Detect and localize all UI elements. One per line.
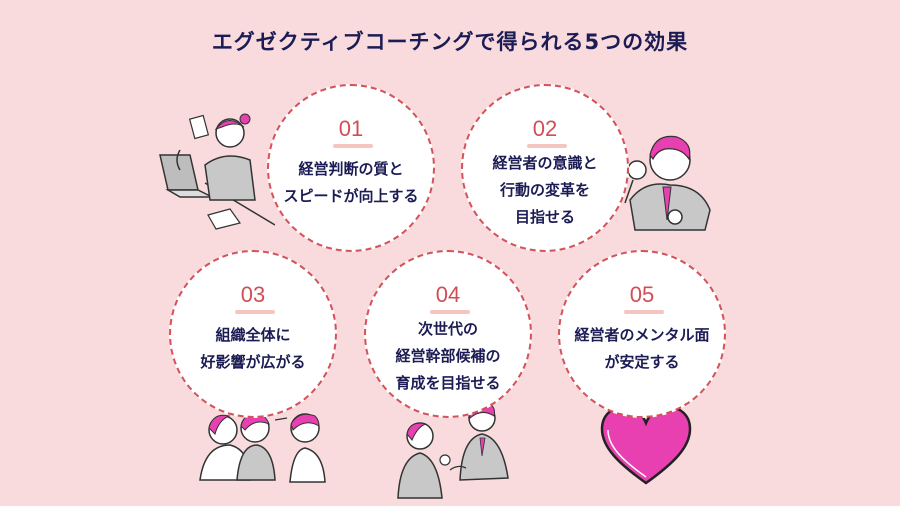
effect-text: 経営者のメンタル面 が安定する — [574, 326, 710, 371]
effect-number: 03 — [240, 282, 266, 307]
effect-card-02: 02 経営者の意識と 行動の変革を 目指せる — [461, 84, 629, 252]
number-underline — [333, 144, 373, 148]
effect-text: 経営者の意識と 行動の変革を 目指せる — [492, 154, 598, 226]
heart-icon — [600, 405, 692, 485]
number-underline — [430, 310, 470, 314]
effect-number: 01 — [338, 116, 364, 141]
number-underline — [624, 310, 664, 314]
effect-card-05: 05 経営者のメンタル面 が安定する — [558, 250, 726, 418]
effect-text: 組織全体に 好影響が広がる — [200, 326, 306, 371]
effect-card-04: 04 次世代の 経営幹部候補の 育成を目指せる — [364, 250, 532, 418]
number-underline — [527, 144, 567, 148]
effect-text: 次世代の 経営幹部候補の 育成を目指せる — [395, 320, 501, 392]
effect-card-03: 03 組織全体に 好影響が広がる — [169, 250, 337, 418]
number-underline — [235, 310, 275, 314]
effect-number: 05 — [629, 282, 655, 307]
busy-worker-illustration — [159, 113, 275, 230]
effect-text: 経営判断の質と スピードが向上する — [283, 160, 419, 205]
effect-card-01: 01 経営判断の質と スピードが向上する — [267, 84, 435, 252]
effect-number: 04 — [435, 282, 461, 307]
page-title: エグゼクティブコーチングで得られる5つの効果 — [211, 30, 689, 54]
determined-man-illustration — [624, 135, 711, 231]
effect-number: 02 — [532, 116, 558, 141]
mentoring-illustration — [397, 402, 509, 499]
